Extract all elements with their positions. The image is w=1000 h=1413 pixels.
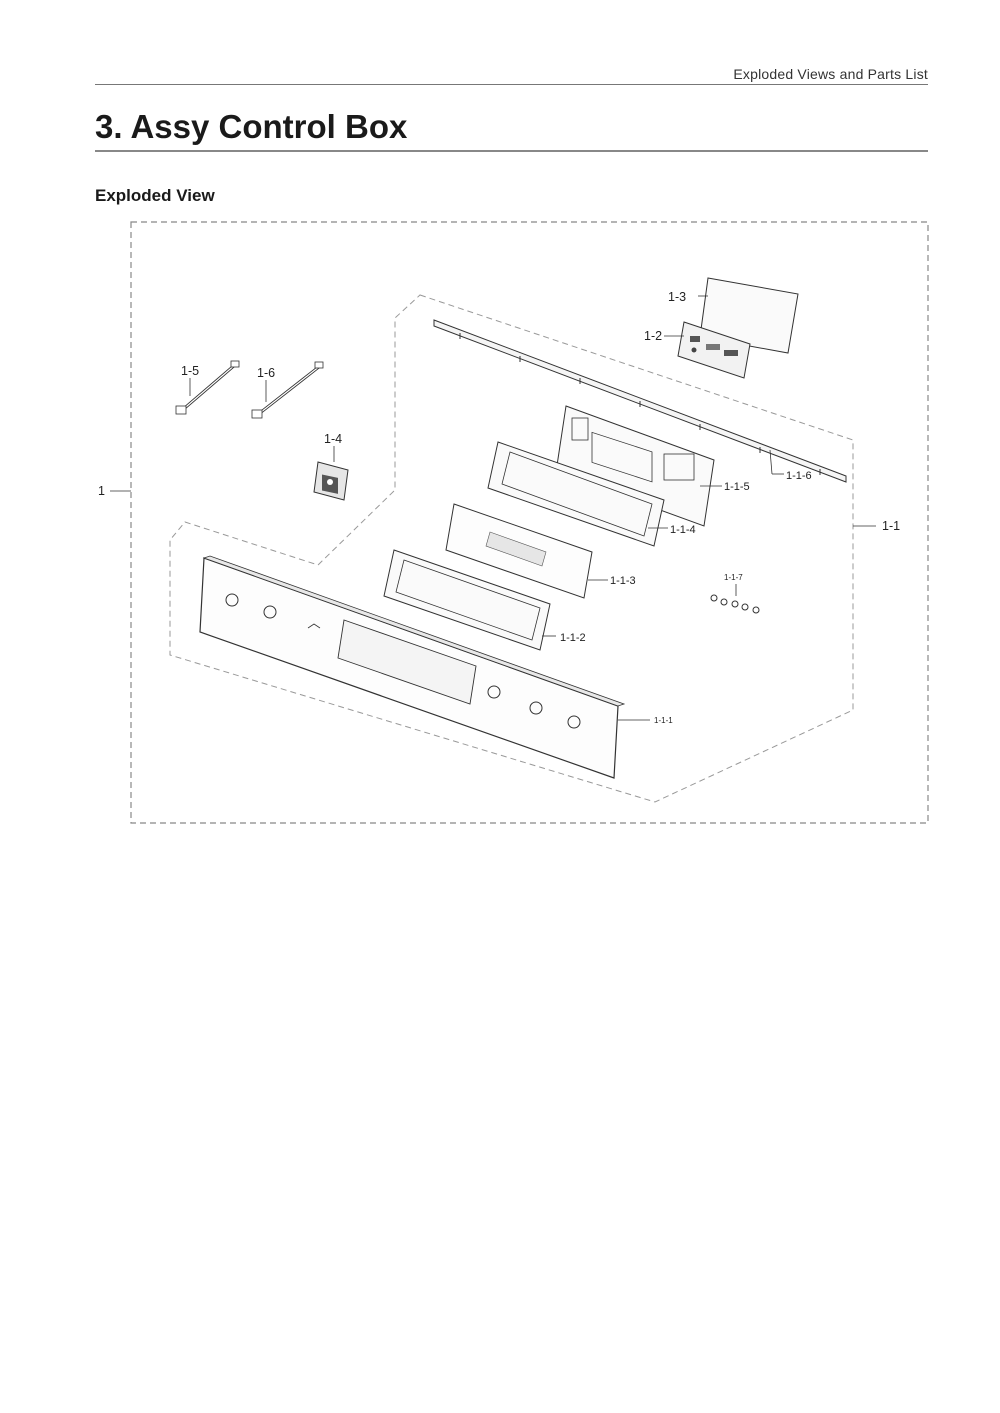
part-knob-module [313, 446, 349, 501]
subsection-title: Exploded View [95, 186, 215, 205]
part-front-panel [199, 555, 650, 779]
part-window [445, 503, 608, 599]
callout-1-1: 1-1 [882, 519, 900, 533]
part-pcb [664, 321, 751, 379]
part-screws [710, 584, 760, 614]
callout-1-2: 1-2 [644, 329, 662, 343]
callout-1-5: 1-5 [181, 364, 199, 378]
part-rail [433, 319, 847, 483]
part-display-holder [383, 549, 556, 651]
callout-1-1-6: 1-1-6 [786, 470, 812, 482]
callout-1-6: 1-6 [257, 366, 275, 380]
callout-1-1-7: 1-1-7 [724, 573, 743, 582]
header-divider [95, 84, 928, 85]
page-header-section-name: Exploded Views and Parts List [733, 66, 928, 82]
callout-1-1-3: 1-1-3 [610, 575, 636, 587]
callout-1-1-2: 1-1-2 [560, 632, 586, 644]
part-window-holder [487, 441, 668, 547]
callout-1: 1 [98, 484, 105, 498]
sub-assembly-boundary [169, 294, 854, 803]
callout-1-1-4: 1-1-4 [670, 524, 696, 536]
section-title: 3. Assy Control Box [95, 108, 408, 145]
part-harness-a [175, 360, 240, 415]
title-divider [95, 150, 928, 152]
callout-1-1-5: 1-1-5 [724, 481, 750, 493]
assembly-boundary [130, 221, 929, 824]
callout-1-4: 1-4 [324, 432, 342, 446]
part-bracket [555, 405, 722, 527]
part-cover [698, 277, 799, 354]
callout-1-3: 1-3 [668, 290, 686, 304]
part-harness-b [251, 361, 324, 419]
callout-1-1-1: 1-1-1 [654, 716, 673, 725]
